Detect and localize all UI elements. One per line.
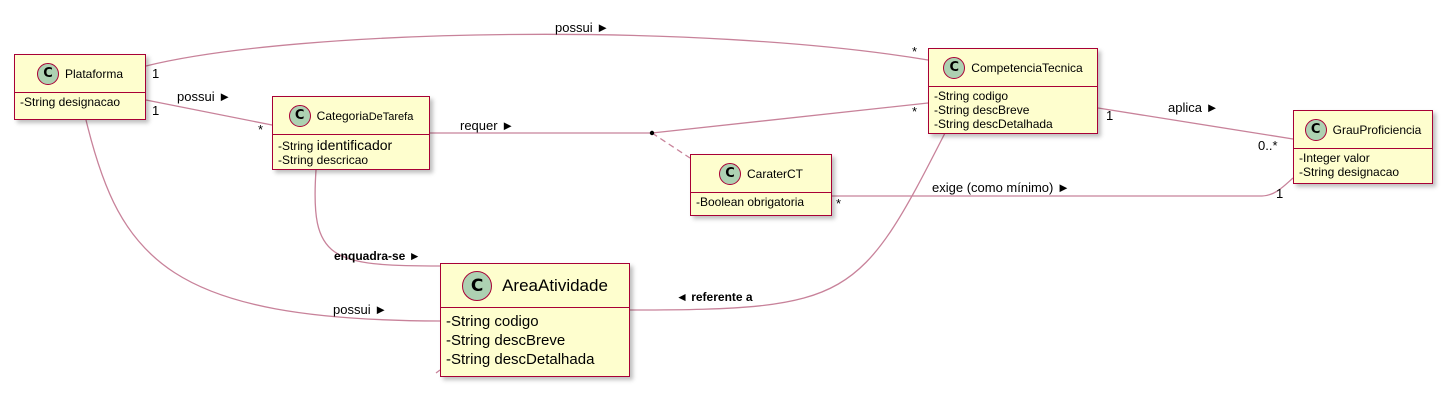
label-possui-area: possui ►: [333, 302, 388, 317]
attribute: -String descDetalhada: [446, 350, 595, 368]
class-header: C CaraterCT: [691, 155, 831, 193]
attribute: -String descDetalhada: [934, 116, 1053, 131]
label-possui-categoria: possui ►: [177, 89, 232, 104]
class-attributes: -String codigo -String descBreve -String…: [929, 87, 1097, 134]
edge-area-tail: [435, 369, 441, 374]
label-requer: requer ►: [460, 118, 515, 133]
class-name: CategoriaDeTarefa: [317, 109, 414, 123]
class-header: C GrauProficiencia: [1294, 111, 1432, 149]
cardinality: 1: [1276, 186, 1284, 201]
class-attributes: -String designacao: [15, 93, 145, 113]
class-header: C AreaAtividade: [441, 264, 629, 308]
class-attributes: -String identificador -String descricao: [273, 135, 429, 171]
edge-plataforma-competencia: [145, 33, 929, 67]
class-header: C Plataforma: [15, 55, 145, 93]
class-name: GrauProficiencia: [1332, 122, 1422, 137]
class-area-atividade[interactable]: C AreaAtividade -String codigo -String d…: [440, 263, 630, 377]
attribute: -Boolean obrigatoria: [696, 195, 805, 209]
cardinality: *: [912, 44, 918, 59]
attribute: -String descBreve: [446, 331, 566, 349]
class-name-part: Categoria: [316, 108, 369, 123]
edge-carater-grau: [832, 177, 1294, 197]
attribute: -String descricao: [278, 152, 424, 168]
attribute: -String codigo: [446, 313, 539, 330]
class-c-icon: C: [718, 162, 741, 185]
attribute-type: -String descricao: [278, 152, 369, 167]
attribute: -Integer valor: [1299, 151, 1370, 165]
class-name: CaraterCT: [746, 166, 803, 181]
class-name: Plataforma: [64, 66, 124, 81]
attribute: -String designacao: [20, 95, 121, 109]
attribute: -String codigo: [934, 89, 1009, 103]
edge-requer-carater: [651, 132, 691, 159]
class-header: C CategoriaDeTarefa: [273, 97, 429, 135]
cardinality: 0..*: [1258, 138, 1278, 153]
class-name: AreaAtividade: [502, 275, 608, 295]
label-enquadra-se: enquadra-se ►: [334, 249, 421, 263]
cardinality: 1: [152, 66, 160, 81]
cardinality: *: [912, 104, 918, 119]
class-c-icon: C: [462, 270, 493, 301]
label-possui-top: possui ►: [555, 20, 610, 35]
edge-area-competencia: [629, 132, 946, 311]
attribute-type: -String: [278, 139, 317, 153]
class-competencia-tecnica[interactable]: C CompetenciaTecnica -String codigo -Str…: [928, 48, 1098, 134]
class-carater-ct[interactable]: C CaraterCT -Boolean obrigatoria: [690, 154, 832, 216]
class-c-icon: C: [288, 104, 311, 127]
attribute: -String designacao: [1299, 164, 1400, 179]
cardinality: *: [258, 122, 264, 137]
class-c-icon: C: [1304, 118, 1327, 141]
edge-plataforma-area: [85, 119, 441, 322]
association-junction: [649, 130, 655, 136]
label-aplica: aplica ►: [1168, 100, 1219, 115]
cardinality: *: [836, 196, 842, 211]
attribute: -String identificador: [278, 137, 424, 154]
edge-plataforma-categoria: [145, 99, 273, 126]
class-attributes: -Boolean obrigatoria: [691, 193, 831, 213]
class-attributes: -Integer valor -String designacao: [1294, 149, 1432, 183]
class-c-icon: C: [943, 56, 966, 79]
edge-categoria-area: [314, 169, 441, 267]
class-name: CompetenciaTecnica: [971, 60, 1083, 75]
cardinality: 1: [1106, 108, 1114, 123]
cardinality: 1: [152, 103, 160, 118]
class-categoria-de-tarefa[interactable]: C CategoriaDeTarefa -String identificado…: [272, 96, 430, 170]
class-c-icon: C: [36, 62, 59, 85]
attribute-name: identificador: [316, 137, 393, 153]
class-name-part: DeTarefa: [368, 110, 414, 123]
attribute: -String descBreve: [934, 102, 1030, 117]
label-exige: exige (como mínimo) ►: [932, 180, 1070, 195]
class-plataforma[interactable]: C Plataforma -String designacao: [14, 54, 146, 120]
class-grau-proficiencia[interactable]: C GrauProficiencia -Integer valor -Strin…: [1293, 110, 1433, 184]
class-header: C CompetenciaTecnica: [929, 49, 1097, 87]
class-attributes: -String codigo -String descBreve -String…: [441, 308, 629, 372]
edge-competencia-grau: [1097, 107, 1294, 140]
label-referente-a: ◄ referente a: [676, 290, 753, 304]
